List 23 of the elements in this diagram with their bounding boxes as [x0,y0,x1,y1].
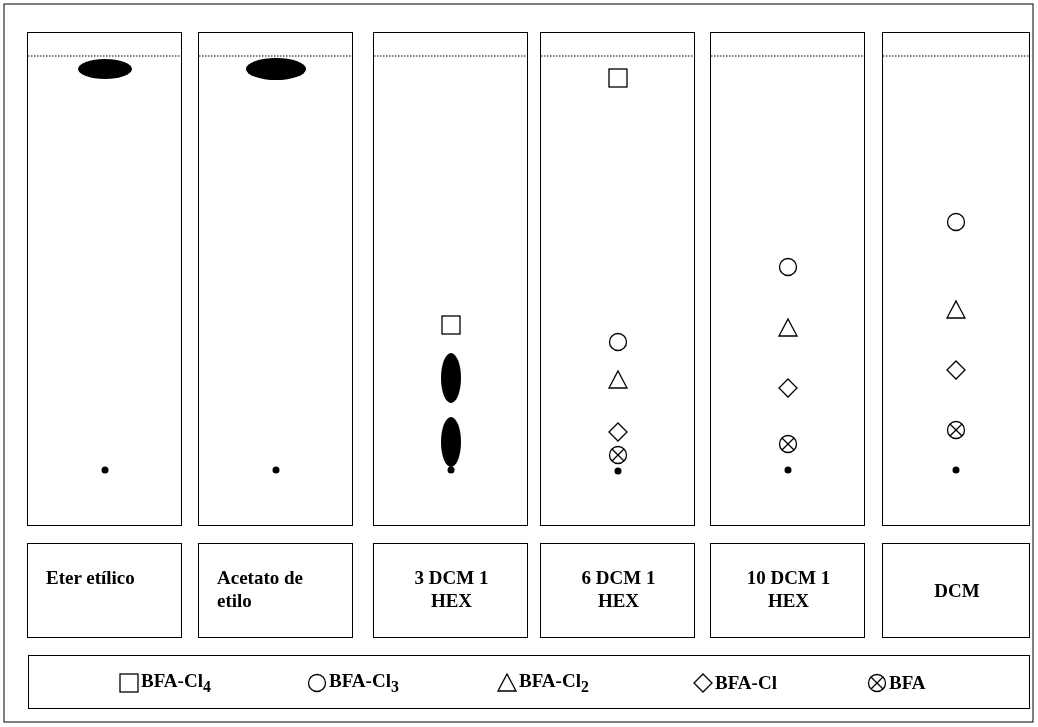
solvent-label: 10 DCM 1 HEX [745,566,832,612]
label-box [882,543,1030,638]
solvent-label: Eter etílico [46,566,136,589]
label-box [540,543,695,638]
label-box [710,543,865,638]
tlc-plate [540,32,695,526]
legend-text: BFA-Cl$_{3}$ [329,669,399,696]
solvent-label: 6 DCM 1 HEX [580,566,657,612]
tlc-plate [882,32,1030,526]
solvent-label: DCM [933,579,981,602]
label-box [373,543,528,638]
tlc-plate [27,32,182,526]
tlc-plate [373,32,528,526]
legend-text: BFA [889,671,926,694]
label-box [198,543,353,638]
solvent-label: 3 DCM 1 HEX [413,566,490,612]
tlc-plate [710,32,865,526]
legend-text: BFA-Cl$_{2}$ [519,669,589,696]
tlc-plate [198,32,353,526]
label-box [27,543,182,638]
legend-text: BFA-Cl$_{4}$ [141,669,211,696]
solvent-label: Acetato de etilo [217,566,304,612]
legend-text: BFA-Cl [715,671,777,694]
